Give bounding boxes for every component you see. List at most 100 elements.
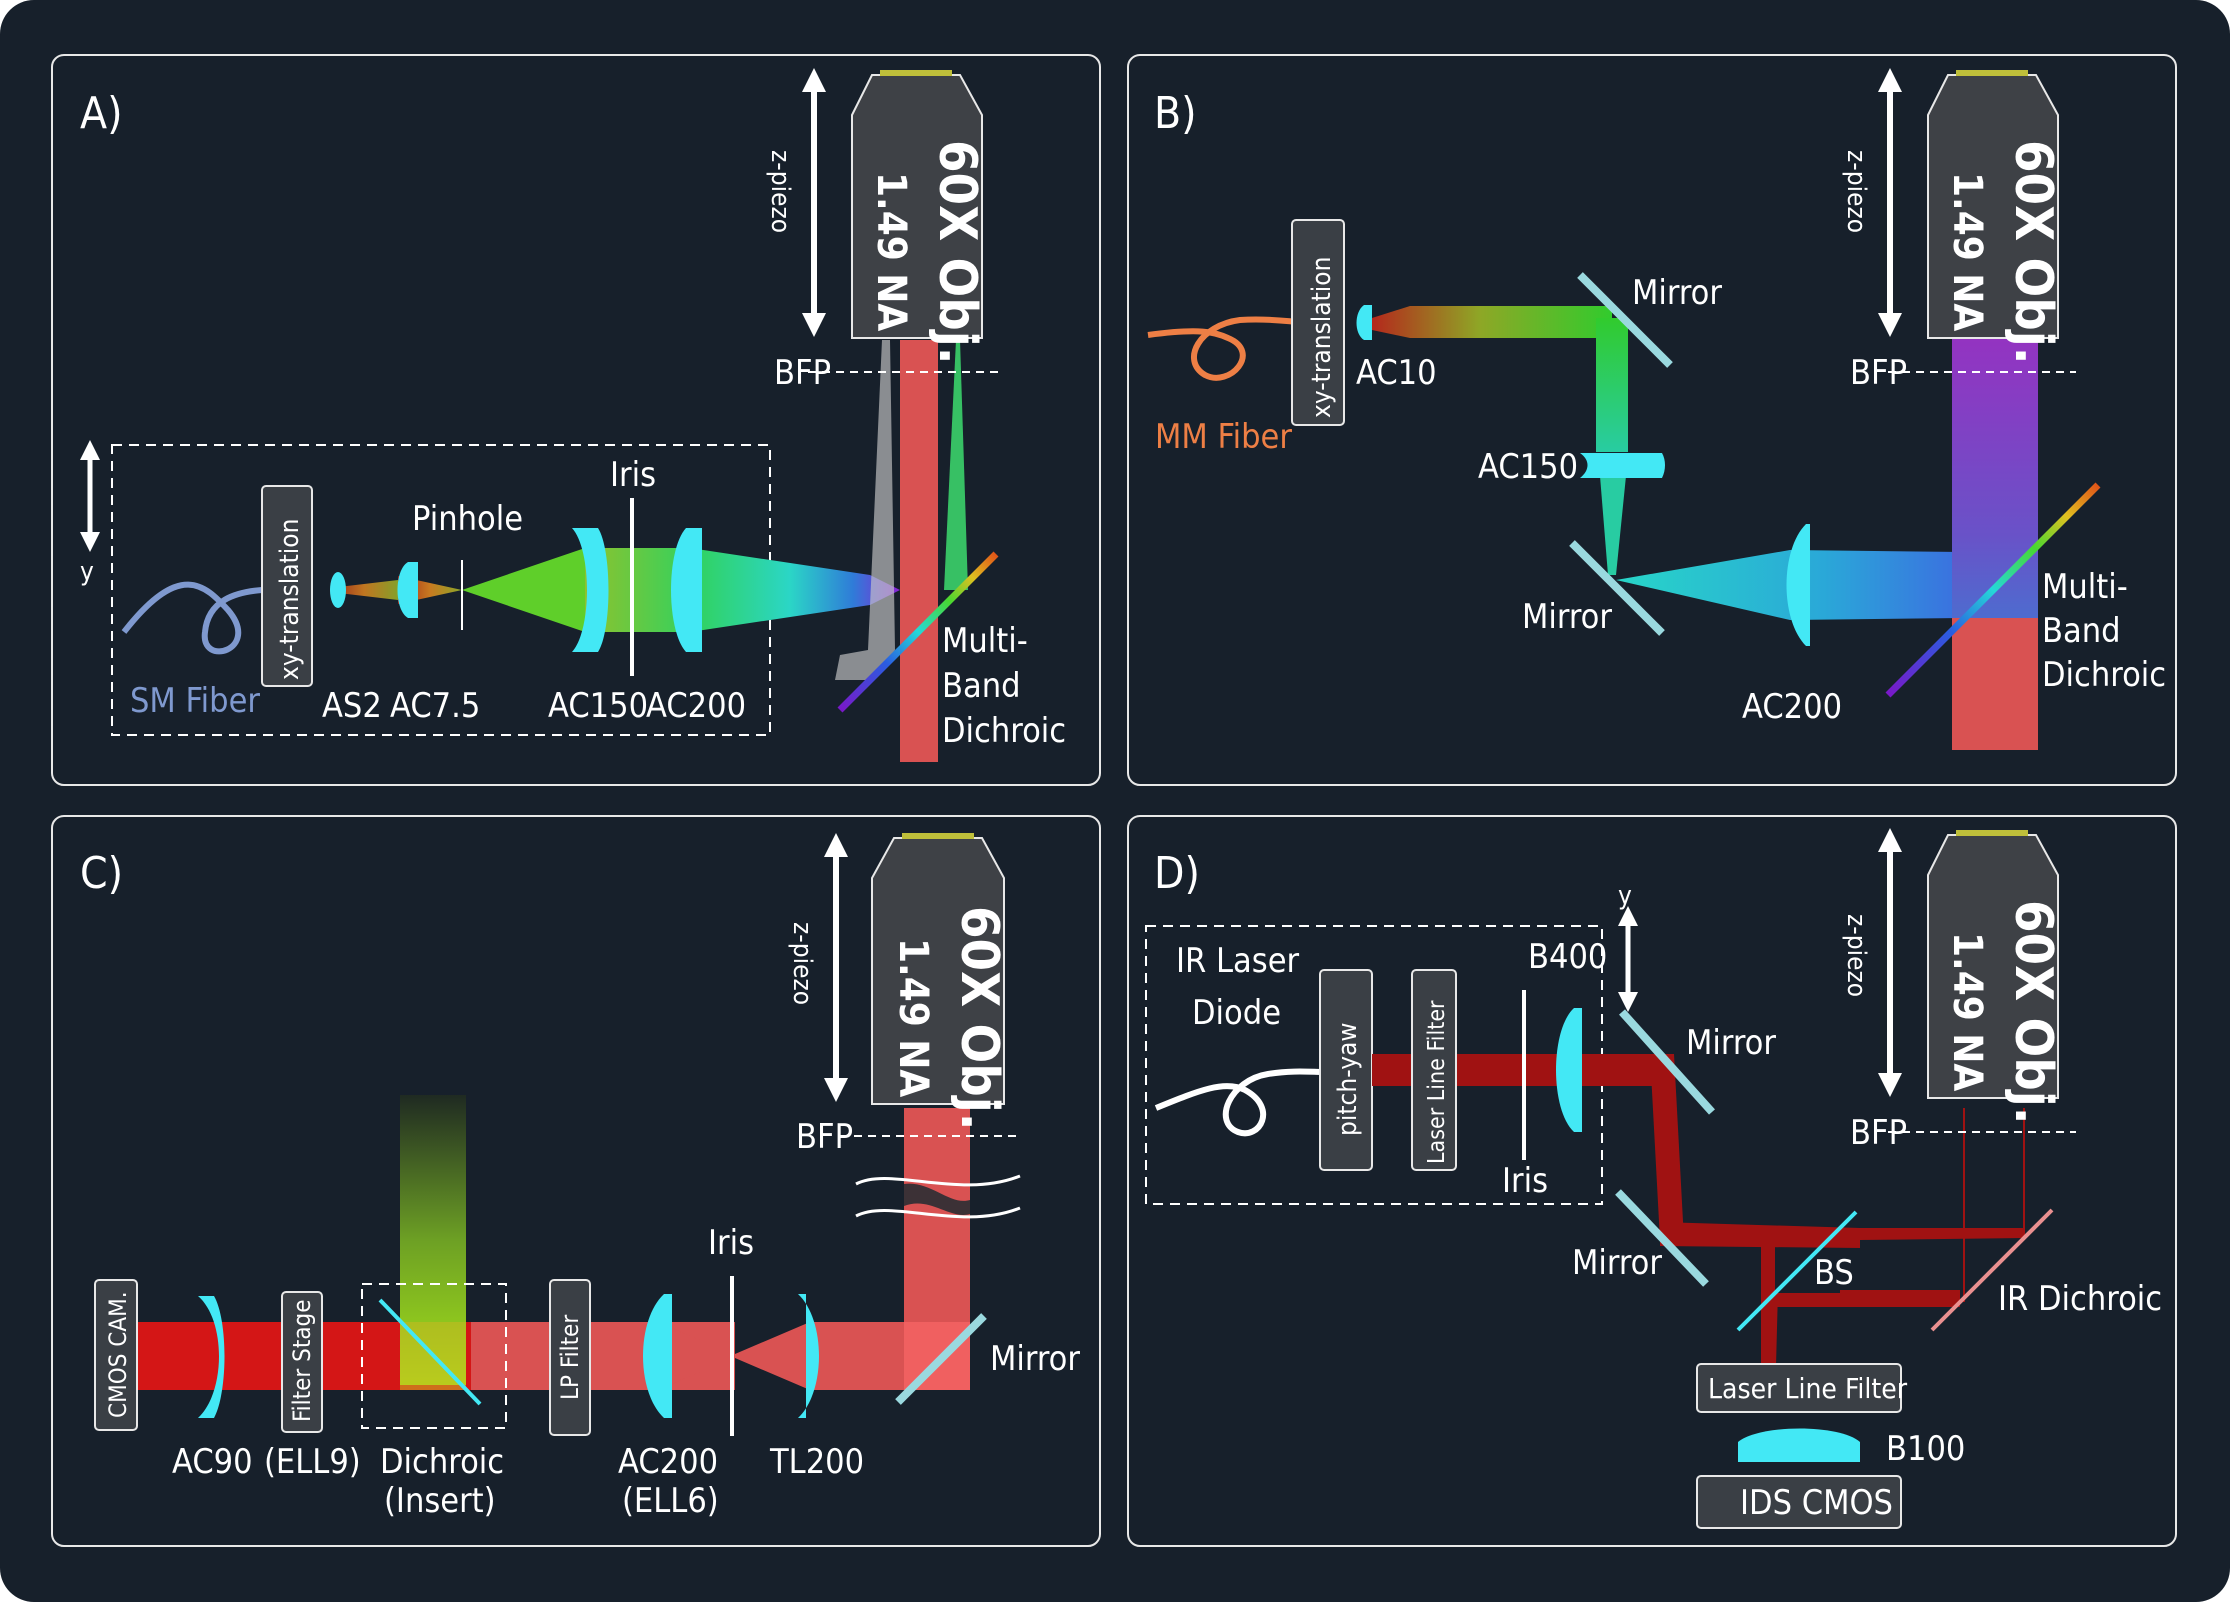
panel-c-letter: C) — [80, 848, 123, 899]
panel-c-ell6-label: (ELL6) — [622, 1481, 719, 1521]
panel-b-lens-ac10 — [1356, 305, 1372, 340]
panel-b-xy-stage — [1291, 219, 1345, 426]
panel-c-dichroic-label: Dichroic — [380, 1442, 504, 1482]
panel-a-beam-4 — [585, 548, 900, 632]
panel-a-beam-1 — [330, 580, 398, 600]
panel-a-iris-label: Iris — [610, 455, 656, 495]
panel-a-ac200-label: AC200 — [646, 686, 746, 726]
panel-c-filter-stage-label: Filter Stage — [288, 1299, 316, 1422]
panel-c-lp-filter-label: LP Filter — [556, 1315, 584, 1400]
panel-d-ir-dichroic — [1930, 1208, 2054, 1332]
panel-b-objective-label-2: 1.49 NA — [1944, 172, 1990, 331]
panel-d-laser-line-filter-horizontal-label: Laser Line Filter — [1708, 1372, 1908, 1405]
panel-a-dichroic-label-3: Dichroic — [942, 711, 1066, 751]
panel-d-y-label: y — [1618, 881, 1632, 911]
panel-d-lens-b100 — [1738, 1428, 1860, 1462]
panel-a-objective: 60X Obj. 1.49 NA — [851, 70, 987, 365]
panel-d-ids-cmos-label: IDS CMOS — [1740, 1483, 1893, 1523]
panel-d-b400-label: B400 — [1528, 937, 1607, 977]
panel-c-mirror-label: Mirror — [990, 1339, 1080, 1379]
panel-d-objective: 60X Obj. 1.49 NA — [1927, 830, 2063, 1125]
panel-a-ac75-label: AC7.5 — [390, 686, 480, 726]
panel-b: B) MM Fiber xy-translation AC10 Mirror M… — [1127, 54, 2177, 786]
panel-c-dichroic — [378, 1298, 482, 1406]
panel-d-laser-line-filter-vertical-label: Laser Line Filter — [1424, 1000, 1450, 1164]
panel-a-lens-ac200 — [671, 528, 702, 652]
panel-b-beam-1 — [1372, 306, 1612, 338]
panel-c-tl200-label: TL200 — [769, 1442, 864, 1482]
panel-d-objective-label-2: 1.49 NA — [1944, 932, 1990, 1091]
panel-c-lp-filter — [549, 1279, 591, 1436]
panel-c-objective: 60X Obj. 1.49 NA — [871, 833, 1009, 1131]
panel-b-letter: B) — [1154, 88, 1197, 139]
panel-c-cmos-cam-label: CMOS CAM. — [104, 1291, 132, 1418]
panel-a-zpiezo-label: z-piezo — [765, 150, 795, 233]
panel-a-gray-beam — [835, 340, 895, 680]
panel-b-ac200-label: AC200 — [1742, 687, 1842, 727]
panel-b-lens-ac200 — [1786, 524, 1810, 646]
panel-d-bs-label: BS — [1814, 1253, 1854, 1293]
panel-c-break-icon — [855, 1174, 1021, 1187]
panel-c-beam-focus — [655, 1322, 900, 1390]
panel-d-ids-cmos — [1696, 1475, 1902, 1529]
panel-a-lens-as2 — [330, 572, 346, 608]
panel-d-pitch-yaw-label: pitch-yaw — [1333, 1023, 1363, 1137]
panel-b-ac150-label: AC150 — [1478, 447, 1578, 487]
panel-d-mirror-bottom — [1615, 1189, 1709, 1287]
panel-b-dichroic-label-2: Band — [2042, 611, 2121, 651]
panel-c-lens-tl200 — [798, 1294, 819, 1418]
panel-b-xy-translation-label: xy-translation — [1307, 257, 1337, 418]
panel-d-zpiezo-label: z-piezo — [1841, 914, 1871, 997]
panel-d-laser-line-filter-horizontal — [1696, 1363, 1902, 1413]
panel-a-lens-ac150 — [572, 528, 609, 652]
panel-c-filter-stage — [281, 1291, 323, 1433]
panel-a-sm-fiber-icon — [121, 581, 263, 655]
panel-c-zpiezo-label: z-piezo — [787, 922, 817, 1005]
panel-a-xy-stage — [261, 485, 313, 687]
panel-a-lens-ac75 — [397, 562, 418, 618]
panel-b-objective-label-1: 60X Obj. — [2003, 140, 2063, 365]
panel-c-lens-ac200 — [643, 1294, 672, 1418]
panel-c-ell9-label: (ELL9) — [264, 1442, 361, 1482]
panel-c-mirror — [895, 1313, 987, 1405]
panel-b-mm-fiber-label: MM Fiber — [1155, 417, 1292, 457]
panel-d-mirror-top — [1619, 1009, 1715, 1115]
panel-d-iris-label: Iris — [1502, 1161, 1548, 1201]
panel-b-mirror-top — [1577, 272, 1673, 368]
panel-a-letter: A) — [80, 88, 123, 139]
panel-b-beam-3 — [1600, 476, 1626, 575]
panel-c-objective-label-1: 60X Obj. — [949, 906, 1009, 1131]
panel-b-mirror-bottom-label: Mirror — [1522, 597, 1612, 637]
panel-d-beam-3 — [1660, 1222, 1860, 1248]
panel-a-dichroic — [837, 551, 999, 713]
panel-d-objective-label-1: 60X Obj. — [2003, 900, 2063, 1125]
panel-d-ir-laser-label-2: Diode — [1192, 993, 1281, 1033]
panel-a-beam-3 — [462, 548, 585, 632]
panel-d-bfp-label: BFP — [1850, 1113, 1907, 1153]
panel-d-ir-dichroic-label: IR Dichroic — [1998, 1279, 2162, 1319]
panel-b-mm-fiber-icon — [1147, 316, 1301, 381]
panel-a-pinhole-label: Pinhole — [412, 499, 523, 539]
panel-a-ac150-label: AC150 — [548, 686, 648, 726]
panel-c-cmos-cam — [94, 1279, 138, 1431]
panel-d-beamsplitter — [1736, 1210, 1858, 1332]
panel-a-fluor-beam — [944, 340, 968, 590]
panel-a-sm-fiber-label: SM Fiber — [130, 681, 260, 721]
panel-b-zpiezo-label: z-piezo — [1841, 150, 1871, 233]
panel-d: D) IR Laser Diode pitch-yaw Laser Line F… — [1127, 815, 2177, 1547]
panel-a-as2-label: AS2 — [322, 686, 382, 726]
panel-d-mirror-top-label: Mirror — [1686, 1023, 1776, 1063]
panel-c-lens-ac90 — [198, 1296, 225, 1418]
panel-c-insert-label: (Insert) — [384, 1481, 496, 1521]
panel-b-dichroic — [1885, 482, 2101, 698]
panel-d-beam-2 — [1650, 1054, 1684, 1240]
panel-c-dichroic-insert-box — [361, 1283, 507, 1429]
panel-b-dichroic-label-1: Multi- — [2042, 567, 2128, 607]
panel-b-lens-ac150 — [1580, 453, 1665, 478]
panel-b-beam-2 — [1596, 318, 1628, 452]
panel-a-bfp-label: BFP — [774, 353, 831, 393]
panel-d-fiber-icon — [1154, 1068, 1323, 1137]
panel-d-lens-b400 — [1556, 1008, 1582, 1132]
